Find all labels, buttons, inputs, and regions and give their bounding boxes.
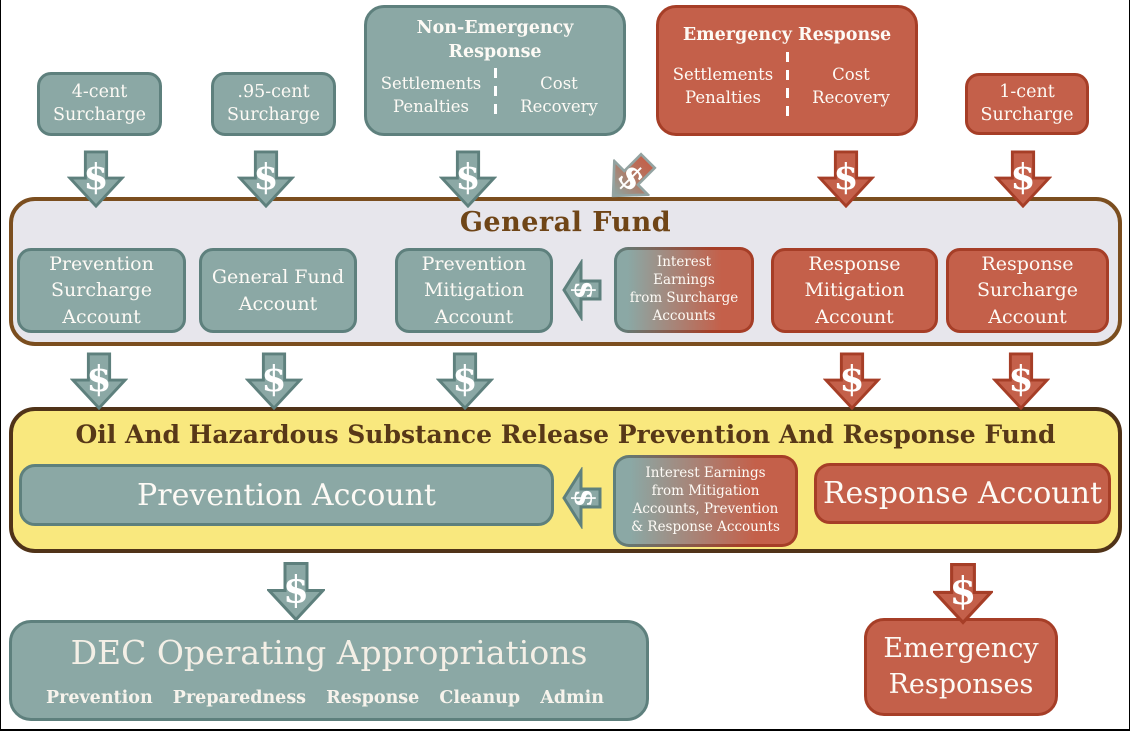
emergency-settlements-penalties: Settlements Penalties [672,65,774,108]
svg-text:$: $ [950,569,977,614]
dec-categories: Prevention Preparedness Response Cleanup… [12,688,646,708]
emergency-responses-box: Emergency Responses [864,618,1058,716]
dollar-arrow-down-icon: $ [816,150,876,209]
dollar-arrow-left-icon: $ [562,257,602,323]
svg-text:$: $ [254,156,279,198]
dec-title: DEC Operating Appropriations [70,633,588,672]
svg-text:$: $ [568,281,599,300]
non-emergency-cost-recovery: Cost Recovery [520,73,598,116]
emergency-title: Emergency Response [682,25,892,45]
svg-text:$: $ [840,358,865,400]
source-emergency-response: Emergency Response Settlements Penalties… [656,5,918,136]
svg-text:$: $ [834,156,859,198]
dec-category-admin: Admin [540,688,604,708]
dollar-arrow-down-icon: $ [993,150,1053,209]
dollar-arrow-down-icon: $ [265,561,327,622]
svg-text:$: $ [262,358,287,400]
dollar-arrow-left-icon: $ [562,465,602,531]
dashed-divider [493,68,497,121]
dollar-arrow-down-icon: $ [244,352,304,411]
dollar-arrow-down-icon: $ [931,562,995,625]
response-account-box: Response Account [814,463,1111,524]
dollar-arrow-down-icon: $ [991,352,1051,411]
prevention-response-fund-title: Oil And Hazardous Substance Release Prev… [75,420,1056,449]
dollar-arrow-down-icon: $ [435,352,495,411]
source-non-emergency-response: Non-Emergency Response Settlements Penal… [364,5,626,136]
interest-earnings-mitigation-box: Interest Earnings from Mitigation Accoun… [613,455,798,547]
prevention-surcharge-account-box: Prevention Surcharge Account [17,248,186,333]
dec-operating-appropriations-box: DEC Operating Appropriations Prevention … [9,620,649,721]
non-emergency-columns: Settlements Penalties Cost Recovery [367,66,623,123]
dollar-arrow-down-icon: $ [438,150,498,209]
interest-earnings-surcharge-box: Interest Earnings from Surcharge Account… [614,247,754,333]
interest-earnings-mitigation-label: Interest Earnings from Mitigation Accoun… [616,458,795,544]
dec-category-response: Response [326,688,420,708]
dec-category-cleanup: Cleanup [439,688,521,708]
general-fund-title: General Fund [459,207,672,238]
emergency-columns: Settlements Penalties Cost Recovery [659,50,915,123]
dashed-divider [785,51,789,121]
svg-text:$: $ [283,568,309,612]
dollar-arrow-diagonal-icon: $ [594,142,668,216]
prevention-mitigation-account-box: Prevention Mitigation Account [395,248,553,333]
svg-text:$: $ [1011,156,1036,198]
response-mitigation-account-box: Response Mitigation Account [771,248,938,333]
emergency-cost-recovery: Cost Recovery [812,65,890,108]
svg-text:$: $ [456,156,481,198]
svg-text:$: $ [87,358,112,400]
non-emergency-settlements-penalties: Settlements Penalties [380,73,482,116]
svg-text:$: $ [84,156,109,198]
dollar-arrow-down-icon: $ [236,150,296,209]
dollar-arrow-down-icon: $ [69,352,129,411]
general-fund-account-box: General Fund Account [199,248,357,333]
svg-text:$: $ [1009,358,1034,400]
interest-earnings-surcharge-label: Interest Earnings from Surcharge Account… [617,250,751,330]
dec-category-prevention: Prevention [46,688,153,708]
dollar-arrow-down-icon: $ [822,352,882,411]
source-95cent-surcharge: .95-cent Surcharge [211,72,336,136]
svg-text:$: $ [568,489,599,508]
prevention-account-box: Prevention Account [19,464,554,526]
svg-text:$: $ [453,358,478,400]
response-surcharge-account-box: Response Surcharge Account [946,248,1109,333]
dollar-arrow-down-icon: $ [66,150,126,209]
source-1cent-surcharge: 1-cent Surcharge [965,73,1089,135]
dec-category-preparedness: Preparedness [172,688,307,708]
non-emergency-title: Non-Emergency Response [416,18,574,62]
source-4cent-surcharge: 4-cent Surcharge [37,72,162,136]
